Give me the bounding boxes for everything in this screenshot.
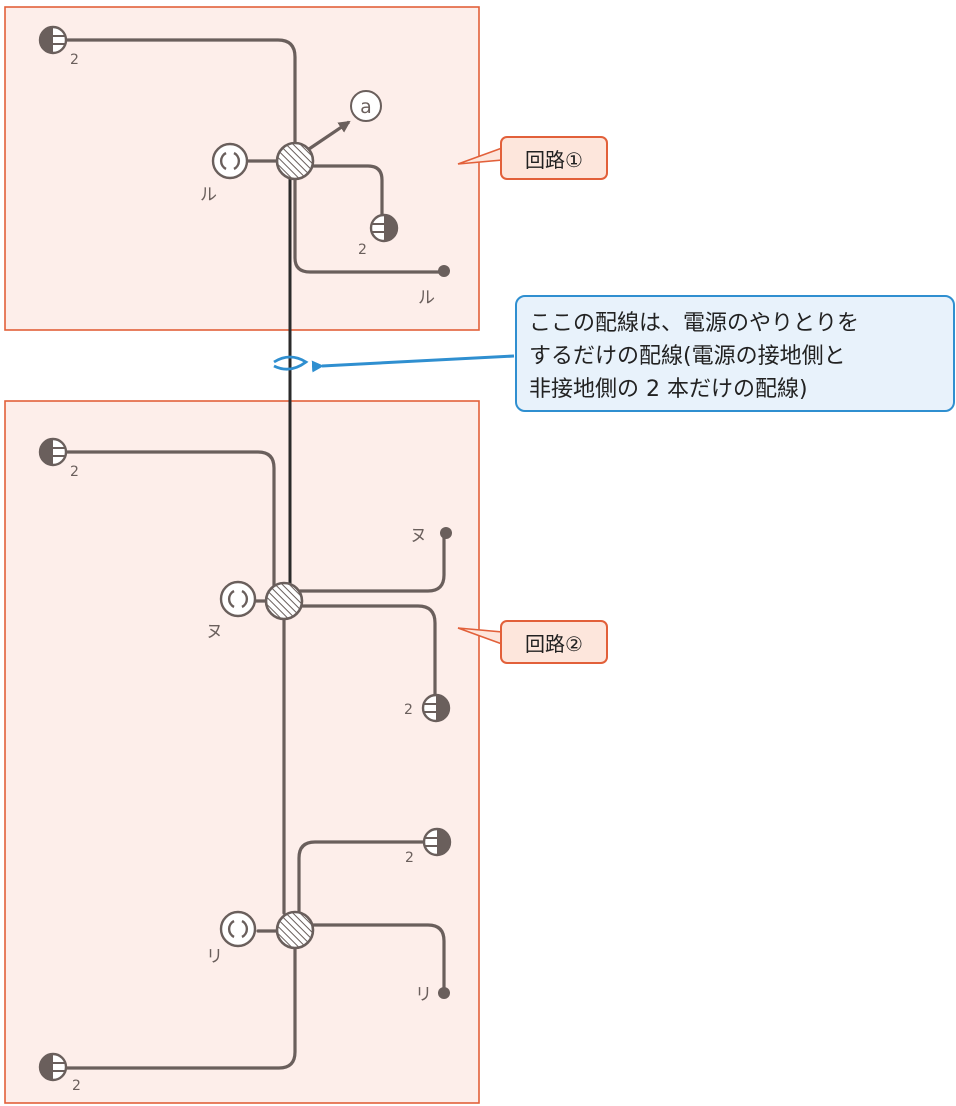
outlet-icon bbox=[38, 25, 68, 55]
wire-highlight-icon bbox=[273, 355, 309, 371]
pilot-light-icon bbox=[219, 580, 257, 618]
circuit-2-region bbox=[4, 400, 480, 1104]
outlet-icon bbox=[422, 827, 452, 857]
explanation-note: ここの配線は、電源のやりとりを するだけの配線(電源の接地側と 非接地側の 2 … bbox=[515, 295, 955, 412]
junction-box-icon bbox=[275, 910, 315, 950]
outlet-count-label: 2 bbox=[405, 850, 414, 866]
switch-icon bbox=[438, 987, 450, 999]
switch-label: ル bbox=[418, 288, 435, 308]
note-line-2: するだけの配線(電源の接地側と bbox=[529, 344, 846, 369]
arrow-icon bbox=[308, 120, 351, 151]
switch-a-icon bbox=[350, 90, 382, 122]
switch-label: リ bbox=[206, 947, 223, 967]
note-line-3: 非接地側の 2 本だけの配線) bbox=[529, 377, 808, 402]
pilot-light-icon bbox=[211, 142, 249, 180]
switch-label: ヌ bbox=[206, 622, 223, 642]
outlet-icon bbox=[38, 1052, 68, 1082]
outlet-count-label: 2 bbox=[404, 702, 413, 718]
wire bbox=[311, 164, 384, 216]
wire bbox=[54, 946, 297, 1070]
outlet-count-label: 2 bbox=[70, 52, 79, 68]
outlet-count-label: 2 bbox=[358, 242, 367, 258]
outlet-count-label: 2 bbox=[72, 1078, 81, 1094]
wire bbox=[54, 38, 297, 145]
wire bbox=[54, 450, 276, 602]
outlet-icon bbox=[38, 437, 68, 467]
circuit-2-label-text: 回路② bbox=[525, 631, 583, 656]
junction-box-icon bbox=[275, 141, 315, 181]
wire bbox=[293, 177, 443, 274]
switch-label: ル bbox=[200, 185, 217, 205]
switch-icon bbox=[438, 265, 450, 277]
note-line-1: ここの配線は、電源のやりとりを bbox=[529, 311, 860, 336]
pilot-light-icon bbox=[219, 910, 257, 948]
switch-icon bbox=[440, 527, 452, 539]
circuit-1-label-text: 回路① bbox=[525, 147, 583, 172]
outlet-count-label: 2 bbox=[70, 464, 79, 480]
wire bbox=[298, 604, 437, 696]
wire bbox=[310, 923, 446, 992]
wire bbox=[297, 840, 425, 917]
circuit-2-label: 回路② bbox=[500, 620, 608, 664]
outlet-icon bbox=[369, 213, 399, 243]
switch-label: リ bbox=[415, 985, 432, 1005]
outlet-icon bbox=[421, 693, 451, 723]
circuit-1-label: 回路① bbox=[500, 136, 608, 180]
switch-a-label: a bbox=[360, 96, 372, 118]
junction-box-icon bbox=[264, 581, 304, 621]
wire bbox=[298, 533, 446, 593]
note-arrow bbox=[311, 354, 515, 373]
switch-label: ヌ bbox=[410, 526, 427, 546]
